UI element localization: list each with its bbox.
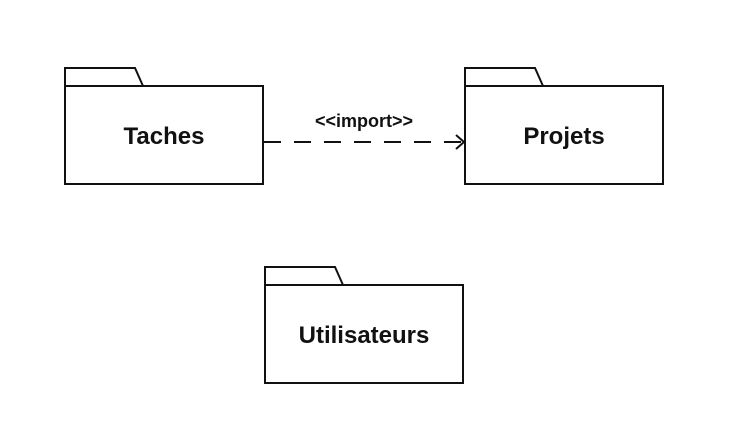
- package-projets-tab: [464, 67, 544, 87]
- package-utilisateurs-body: [264, 284, 464, 384]
- import-dependency[interactable]: <<import>>: [264, 111, 466, 150]
- package-projets-label: Projets: [523, 123, 604, 150]
- package-utilisateurs-tab: [264, 266, 344, 286]
- package-taches-body: [64, 85, 264, 185]
- package-taches-label: Taches: [124, 123, 205, 150]
- package-projets[interactable]: Projets: [464, 67, 664, 185]
- package-utilisateurs-label: Utilisateurs: [299, 322, 430, 349]
- import-dependency-arrowhead-icon: [455, 134, 466, 150]
- package-taches[interactable]: Taches: [64, 67, 264, 185]
- package-taches-tab: [64, 67, 144, 87]
- package-projets-body: [464, 85, 664, 185]
- package-utilisateurs[interactable]: Utilisateurs: [264, 266, 464, 384]
- import-stereotype-label: <<import>>: [315, 111, 413, 131]
